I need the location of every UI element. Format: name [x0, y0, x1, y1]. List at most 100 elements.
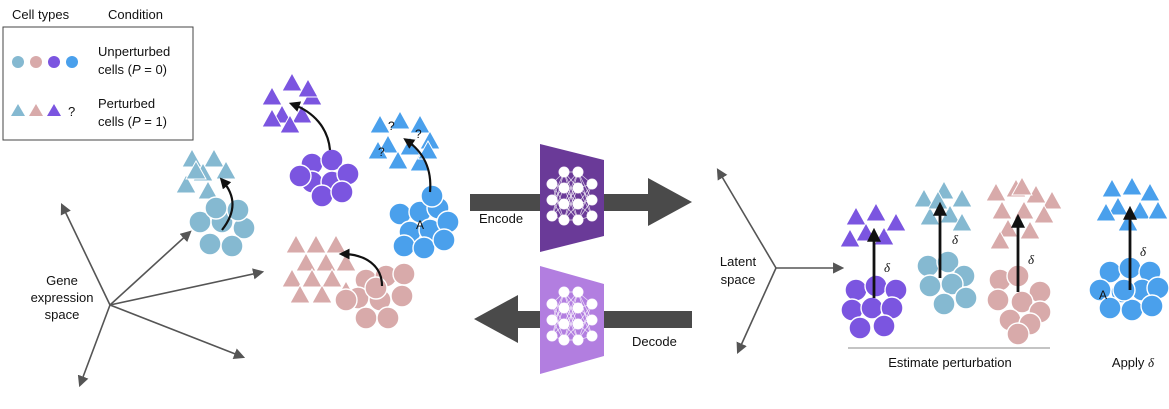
- latent-purple-perturbed-cell: [845, 205, 867, 226]
- encode-label: Encode: [479, 211, 523, 226]
- teal-unperturbed-cluster: [188, 196, 256, 258]
- network-node: [572, 182, 584, 194]
- decode-label: Decode: [632, 334, 677, 349]
- legend-box: [2, 26, 194, 141]
- latent-cell-label-a: A: [1099, 288, 1107, 302]
- latent-blue-predicted-cell: [1139, 181, 1161, 202]
- pink-unperturbed-cell: [354, 306, 378, 330]
- unknown-mark: ?: [415, 127, 422, 141]
- latent-purple-perturbed-cell: [839, 227, 861, 248]
- network-node: [546, 314, 558, 326]
- network-node: [558, 182, 570, 194]
- latent-purple-unperturbed-cell: [848, 316, 872, 340]
- purple-perturbed-cell: [279, 113, 301, 134]
- latent-teal-perturbed-cell: [913, 187, 935, 208]
- network-edge: [577, 183, 593, 221]
- pink-perturbed-cell: [335, 251, 357, 272]
- legend-teal-circle: [12, 56, 24, 68]
- unknown-mark: ?: [388, 119, 395, 133]
- latent-pink-perturbed-cell: [991, 199, 1013, 220]
- blue-unperturbed-cell: [412, 236, 436, 260]
- pink-perturbed-cell: [301, 267, 323, 288]
- network-edge: [563, 171, 579, 205]
- latent-blue-unperturbed-cell: [1112, 278, 1136, 302]
- network-edge: [577, 303, 593, 341]
- network-node: [546, 178, 558, 190]
- network-node: [558, 166, 570, 178]
- gene-space-clusters: [175, 71, 460, 330]
- legend-teal-triangle: [11, 104, 25, 116]
- blue-unperturbed-cell: [392, 234, 416, 258]
- latent-teal-perturbed-cell: [951, 211, 973, 232]
- latent-blue-predicted-cell: [1095, 201, 1117, 222]
- network-node: [572, 286, 584, 298]
- unknown-mark: ?: [378, 145, 385, 159]
- axis-arrow-5: [77, 304, 111, 388]
- delta-label: δ: [1140, 244, 1147, 259]
- latent-pink-perturbed-cell: [1033, 203, 1055, 224]
- pink-perturbed-cell: [295, 251, 317, 272]
- purple-unperturbed-cluster: [288, 148, 360, 208]
- blue-perturbed-cell: [377, 133, 399, 154]
- purple-perturbed-cell: [291, 103, 313, 124]
- network-node: [546, 298, 558, 310]
- latent-teal-perturbed: [913, 179, 973, 232]
- network-node: [572, 318, 584, 330]
- blue-perturbed-cell: [389, 109, 411, 130]
- network-node: [572, 198, 584, 210]
- gene-space-line3: space: [45, 307, 80, 322]
- network-edge: [563, 307, 579, 341]
- teal-unperturbed-cell: [198, 232, 222, 256]
- latent-axes: [716, 168, 845, 355]
- cell-label-a: A: [416, 218, 424, 232]
- latent-teal-unperturbed: [916, 250, 978, 316]
- latent-blue-predicted-cell: [1121, 175, 1143, 196]
- delta-label: δ: [884, 260, 891, 275]
- purple-perturbed-cluster: [261, 71, 323, 134]
- purple-perturbed-cell: [261, 107, 283, 128]
- pink-unperturbed-cell: [392, 262, 416, 286]
- pink-perturbed-cell: [305, 233, 327, 254]
- encoder-trapezoid: [540, 144, 604, 252]
- network-node: [586, 298, 598, 310]
- axis-arrow-2: [109, 230, 192, 306]
- latent-pink-perturbed-cell: [1041, 189, 1063, 210]
- latent-blue-unperturbed-cell: [1140, 294, 1164, 318]
- latent-pink-perturbed-cell: [997, 217, 1019, 238]
- legend: Cell types Condition Unperturbed cells (…: [2, 7, 194, 141]
- pink-perturbed-cell: [321, 267, 343, 288]
- latent-blue-predicted-cell: [1101, 177, 1123, 198]
- network-node: [546, 210, 558, 222]
- decode-arrow-head: [474, 295, 518, 343]
- apply-delta-label: Apply δ: [1112, 355, 1155, 370]
- latent-purple-perturbed: [839, 201, 907, 248]
- teal-perturbed-cell: [203, 147, 225, 168]
- curved-arrow-teal: [219, 177, 234, 231]
- pink-perturbed-cell: [315, 251, 337, 272]
- latent-blue-predicted-cell: [1129, 199, 1151, 220]
- latent-purple-unperturbed-cell: [864, 274, 888, 298]
- latent-pink-perturbed-cell: [1019, 219, 1041, 240]
- legend-unknown-mark: ?: [68, 104, 75, 119]
- network-node: [572, 334, 584, 346]
- blue-perturbed-cell: [387, 149, 409, 170]
- purple-perturbed-cell: [261, 85, 283, 106]
- purple-perturbed-cell: [281, 71, 303, 92]
- latent-purple-perturbed-cell: [865, 201, 887, 222]
- latent-teal-perturbed-cell: [919, 205, 941, 226]
- latent-blue-predicted-cell: [1117, 211, 1139, 232]
- network-edge: [563, 187, 579, 221]
- gene-space-transition-arrows: [219, 101, 432, 287]
- network-node: [558, 302, 570, 314]
- latent-teal-unperturbed-cell: [932, 292, 956, 316]
- latent-teal-unperturbed-cell: [916, 254, 940, 278]
- latent-pink-unperturbed-cell: [986, 288, 1010, 312]
- pink-unperturbed-cell: [364, 276, 388, 300]
- blue-unperturbed-cell: [420, 184, 444, 208]
- network-node: [558, 334, 570, 346]
- pink-perturbed-cell: [311, 283, 333, 304]
- legend-purple-triangle: [47, 104, 61, 116]
- blue-perturbed-cell: [369, 113, 391, 134]
- encoder-network: [540, 144, 604, 252]
